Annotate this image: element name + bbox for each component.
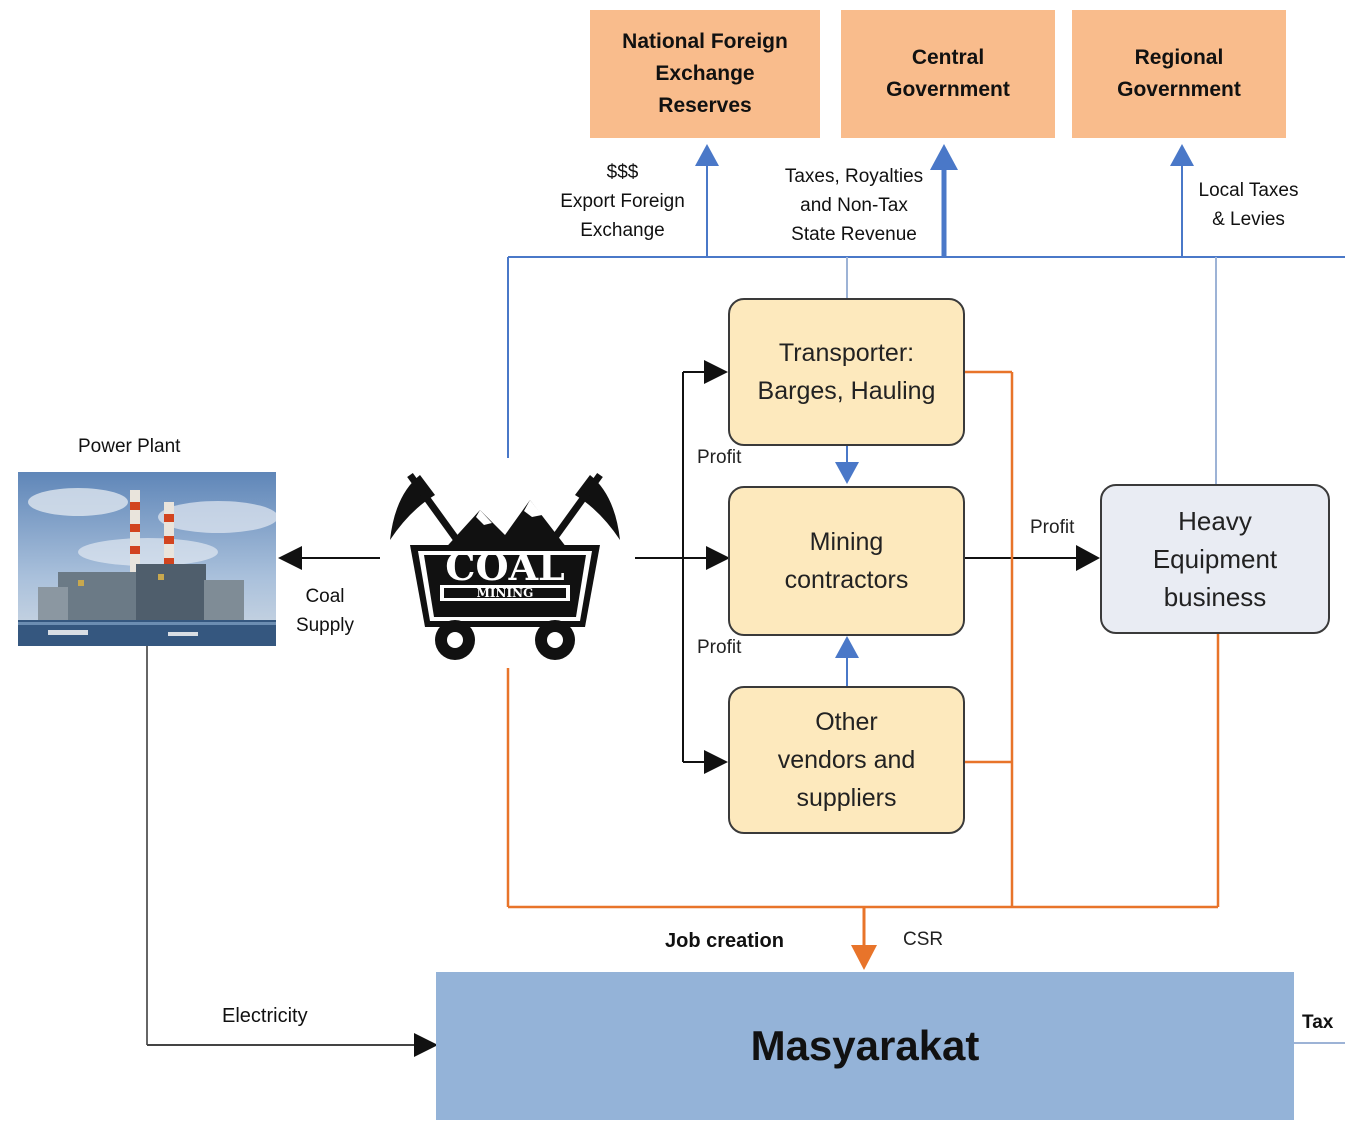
arrow-up-regional <box>1170 144 1194 166</box>
coal-logo-text: COAL <box>445 544 565 589</box>
arrow-up-central <box>930 144 958 170</box>
profit-label-right: Profit <box>1030 517 1075 538</box>
csr-label: CSR <box>903 929 944 950</box>
power-plant-image <box>18 472 276 646</box>
taxes-royalties-label: Taxes, Royalties and Non-Tax State Reven… <box>784 166 924 245</box>
export-foreign-exchange-label: $$$ Export Foreign Exchange <box>560 162 685 241</box>
national-reserves-label: National Foreign Exchange Reserves <box>622 30 788 117</box>
masyarakat-label: Masyarakat <box>750 1022 980 1069</box>
national-foreign-exchange-reserves-box: National Foreign Exchange Reserves <box>590 10 820 138</box>
heavy-equipment-label: Heavy Equipment business <box>1152 506 1278 612</box>
coal-mining-logo: COAL MINING <box>390 472 620 660</box>
masyarakat-box: Masyarakat <box>436 972 1294 1120</box>
profit-label-bottom: Profit <box>697 637 742 658</box>
arrow-up-mining <box>835 636 859 658</box>
other-vendors-label: Other vendors and suppliers <box>777 708 916 812</box>
arrow-down-masyarakat <box>851 945 877 970</box>
arrow-down-mining <box>835 462 859 484</box>
central-government-label: Central Government <box>886 46 1010 101</box>
regional-government-box: Regional Government <box>1072 10 1286 138</box>
mining-contractors-label: Mining contractors <box>784 528 909 594</box>
other-vendors-node: Other vendors and suppliers <box>728 686 965 834</box>
coal-supply-label: Coal Supply <box>295 586 355 636</box>
transporter-node: Transporter: Barges, Hauling <box>728 298 965 446</box>
transporter-label: Transporter: Barges, Hauling <box>757 339 936 405</box>
local-taxes-label: Local Taxes & Levies <box>1198 180 1299 230</box>
power-plant-title: Power Plant <box>78 436 181 457</box>
central-government-box: Central Government <box>841 10 1055 138</box>
mining-contractors-node: Mining contractors <box>728 486 965 636</box>
regional-government-label: Regional Government <box>1117 46 1241 101</box>
heavy-equipment-node: Heavy Equipment business <box>1100 484 1330 634</box>
profit-label-top: Profit <box>697 447 742 468</box>
tax-label: Tax <box>1302 1012 1334 1033</box>
electricity-label: Electricity <box>222 1005 308 1027</box>
job-creation-label: Job creation <box>665 930 784 952</box>
arrow-up-reserves <box>695 144 719 166</box>
mining-logo-text: MINING <box>477 586 534 600</box>
